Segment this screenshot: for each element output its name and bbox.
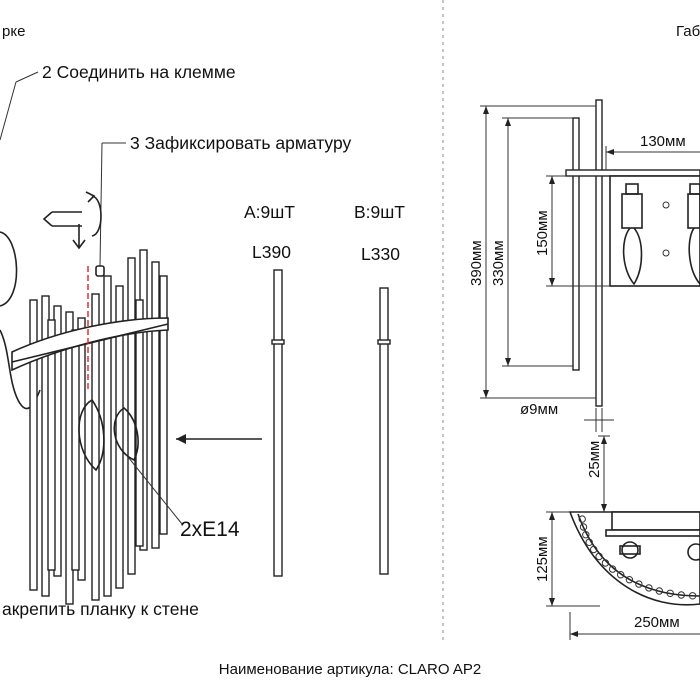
dimension-front-view (480, 99, 700, 432)
top-view-rods (578, 515, 697, 600)
top-view-rod (645, 584, 653, 592)
crescent-plate (11, 317, 169, 372)
step2-label: 2 Соединить на клемме (42, 62, 236, 82)
fixture-rod (159, 275, 168, 535)
dim-height-total: 390мм (468, 240, 485, 286)
crescent-plate-front (11, 323, 169, 363)
rod-b-length: L330 (361, 244, 400, 264)
rod-a-label: A:9шТ (244, 202, 295, 222)
left-title: рке (2, 23, 25, 40)
fixture-rod (29, 299, 38, 591)
article-footer: Наименование артикула: CLARO AP2 (219, 661, 481, 678)
right-title: Габ (676, 23, 700, 40)
leader-step3b (99, 142, 103, 267)
dim-diameter: ø9мм (520, 401, 558, 418)
fixture-rods (29, 249, 168, 605)
arrow-left-icon (176, 434, 262, 444)
front-bulb-2 (687, 183, 700, 285)
bulb-right (113, 407, 139, 462)
dim-width-bottom: 250мм (634, 614, 680, 631)
top-view-rod (625, 576, 634, 584)
leader-step2b (0, 81, 17, 141)
top-view-rod (601, 559, 610, 567)
fixture-rod (135, 299, 144, 547)
bulb-label: 2xE14 (180, 518, 240, 541)
step3-label: 3 Зафиксировать арматуру (130, 133, 352, 153)
rod-b-label: B:9шТ (354, 202, 405, 222)
top-view-rod (608, 565, 617, 573)
dimension-top-view (546, 435, 700, 640)
top-view-rod (655, 587, 663, 595)
top-view-rod (617, 571, 625, 579)
top-view-rod (635, 580, 643, 588)
down-arrow-icon (72, 224, 86, 250)
dim-width-top: 130мм (640, 133, 686, 150)
fixture-rod (91, 293, 100, 601)
dim-height-plate: 150мм (534, 210, 551, 256)
dim-height-inner: 330мм (490, 240, 507, 286)
rod-a (271, 269, 285, 577)
screw (95, 265, 105, 277)
top-view-rod (590, 545, 598, 554)
fixture-rod (151, 261, 160, 549)
top-view-rod (666, 589, 674, 597)
dim-depth: 125мм (534, 536, 551, 582)
step1-label: акрепить планку к стене (2, 599, 199, 619)
fixture-rod (47, 319, 56, 571)
fixture-rod (71, 329, 80, 571)
top-view-rod (578, 515, 586, 523)
top-view-rod (582, 531, 590, 539)
leader-bulb (123, 451, 183, 525)
top-view-rod (579, 523, 588, 531)
top-view-rod (595, 552, 603, 561)
rod-b (377, 287, 391, 575)
globe-outline (0, 231, 18, 307)
top-view-rod (585, 538, 593, 546)
leader-step2 (15, 71, 39, 83)
rod-a-length: L390 (252, 242, 291, 262)
rotate-arrow-icon (42, 191, 102, 237)
top-view-rod (688, 592, 697, 600)
top-view-rod (677, 591, 685, 599)
dim-depth-gap: 25мм (586, 441, 603, 478)
fixture-sketch (0, 71, 262, 605)
front-bulb-1 (621, 183, 643, 286)
bulb-left (78, 398, 105, 472)
